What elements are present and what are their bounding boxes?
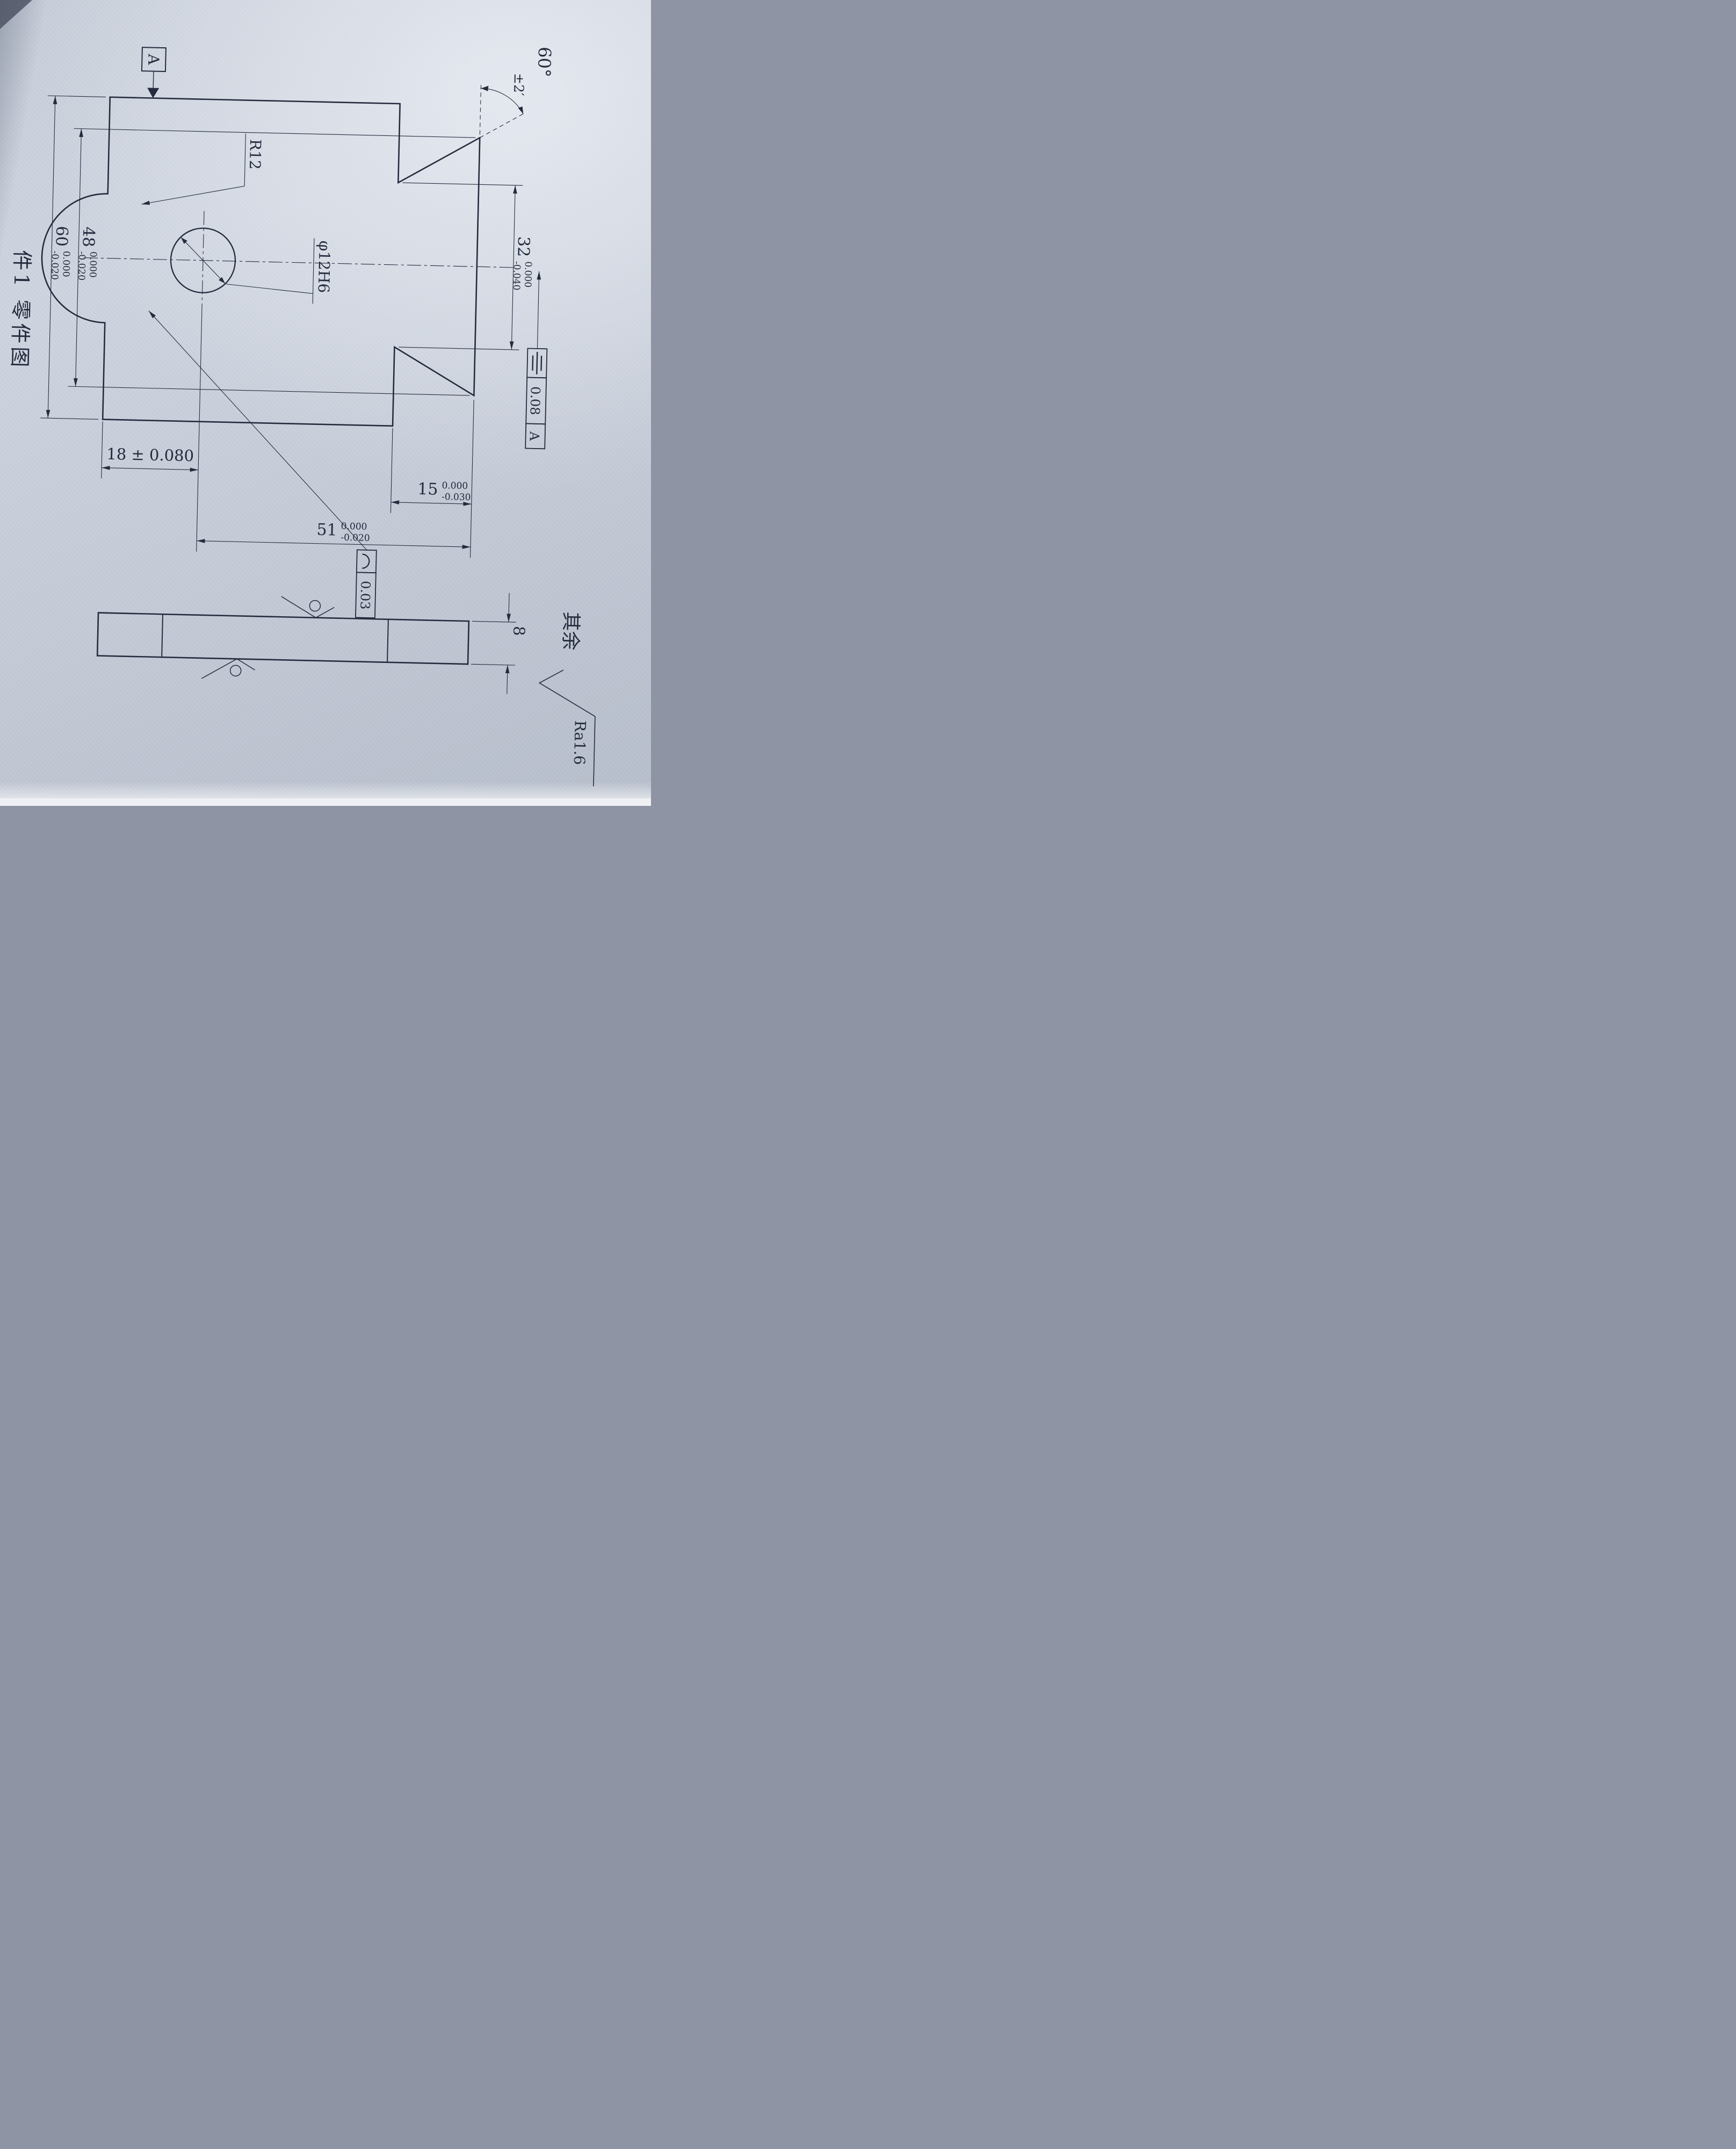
dim-48-lower-tol: -0.020 [76,251,87,280]
dim-8-value: 8 [510,626,528,636]
r12-text: R12 [246,139,264,170]
diameter-arrow-icon [219,277,225,284]
dim-48-value: 48 [78,226,98,247]
dimension-48: 48 0.000 -0.020 [68,128,476,396]
dimension-18: 18 ± 0.080 [101,421,199,479]
angle-dimension-60deg: 60° ±2′ [479,47,555,138]
dimension-51: 51 0.000 -0.020 [196,309,471,552]
side-view: 8 [96,593,529,694]
drawing-title: 件1 零件图 [8,250,34,371]
dimension-32: 32 0.000 -0.040 [399,182,533,350]
angle-arrow-icon [518,106,524,114]
symmetry-tolerance-value: 0.08 [527,386,543,415]
dim-51-upper-tol: 0.000 [341,521,367,532]
dim-60-lower-tol: -0.020 [49,250,60,280]
side-view-outline [96,612,470,665]
dimension-60: 60 0.000 -0.020 [40,95,106,420]
general-roughness-note: 其余 Ra1.6 [538,611,596,787]
fcf-profile-of-line: 0.03 [148,311,377,619]
profile-line-symbol-icon [361,553,370,569]
symmetry-symbol-icon [532,351,542,374]
fcf-symmetry: 0.08 A [525,271,548,450]
rotated-drawing-sheet: A 32 0.000 -0.040 48 0.000 -0.020 [0,0,651,806]
dim-51-lower-tol: -0.020 [341,532,370,544]
roughness-value: Ra1.6 [570,720,589,766]
datum-box [141,47,167,73]
roughness-symbol-icon [538,669,596,787]
dim-60-value: 60 [52,226,71,247]
rest-surfaces-label: 其余 [559,611,582,651]
angle-tolerance: ±2′ [511,73,527,96]
symmetry-datum-ref: A [526,431,541,442]
dim-32-lower-tol: -0.040 [511,261,522,291]
side-view-arc-edge [161,614,164,658]
photographed-engineering-drawing: A 32 0.000 -0.040 48 0.000 -0.020 [0,0,651,806]
datum-triangle-icon [147,88,160,98]
datum-letter: A [144,53,162,66]
hole-label-phi12h6: φ12H6 [180,237,334,304]
dim-48-upper-tol: 0.000 [87,251,98,278]
diameter-arrow-icon [180,237,187,244]
centerlines [84,211,513,310]
dim-18-value: 18 ± 0.080 [106,445,194,465]
dim-15-lower-tol: -0.030 [442,492,471,503]
phi12h6-text: φ12H6 [315,241,334,293]
part-drawing-svg: A 32 0.000 -0.040 48 0.000 -0.020 [8,47,596,787]
dim-15-value: 15 [417,480,438,499]
dimension-15: 15 0.000 -0.030 [390,400,474,558]
no-machining-symbol-right-icon [201,658,256,679]
dimension-8: 8 [471,593,529,694]
radius-label-r12: R12 [141,133,264,205]
angle-value: 60° [534,47,555,78]
side-view-step-edge [387,619,389,662]
no-machining-symbol-left-icon [281,596,335,618]
paper-edge-highlight [0,798,651,806]
dim-51-value: 51 [316,521,337,540]
dim-32-upper-tol: 0.000 [522,261,533,287]
datum-a-flag: A [141,47,167,98]
vertical-centerline [84,257,513,268]
angle-arrow-icon [481,85,489,91]
dim-60-upper-tol: 0.000 [60,251,71,277]
front-view [41,96,513,427]
dim-15-upper-tol: 0.000 [442,480,468,492]
dim-32-value: 32 [513,236,533,257]
profile-tolerance-value: 0.03 [357,581,373,610]
